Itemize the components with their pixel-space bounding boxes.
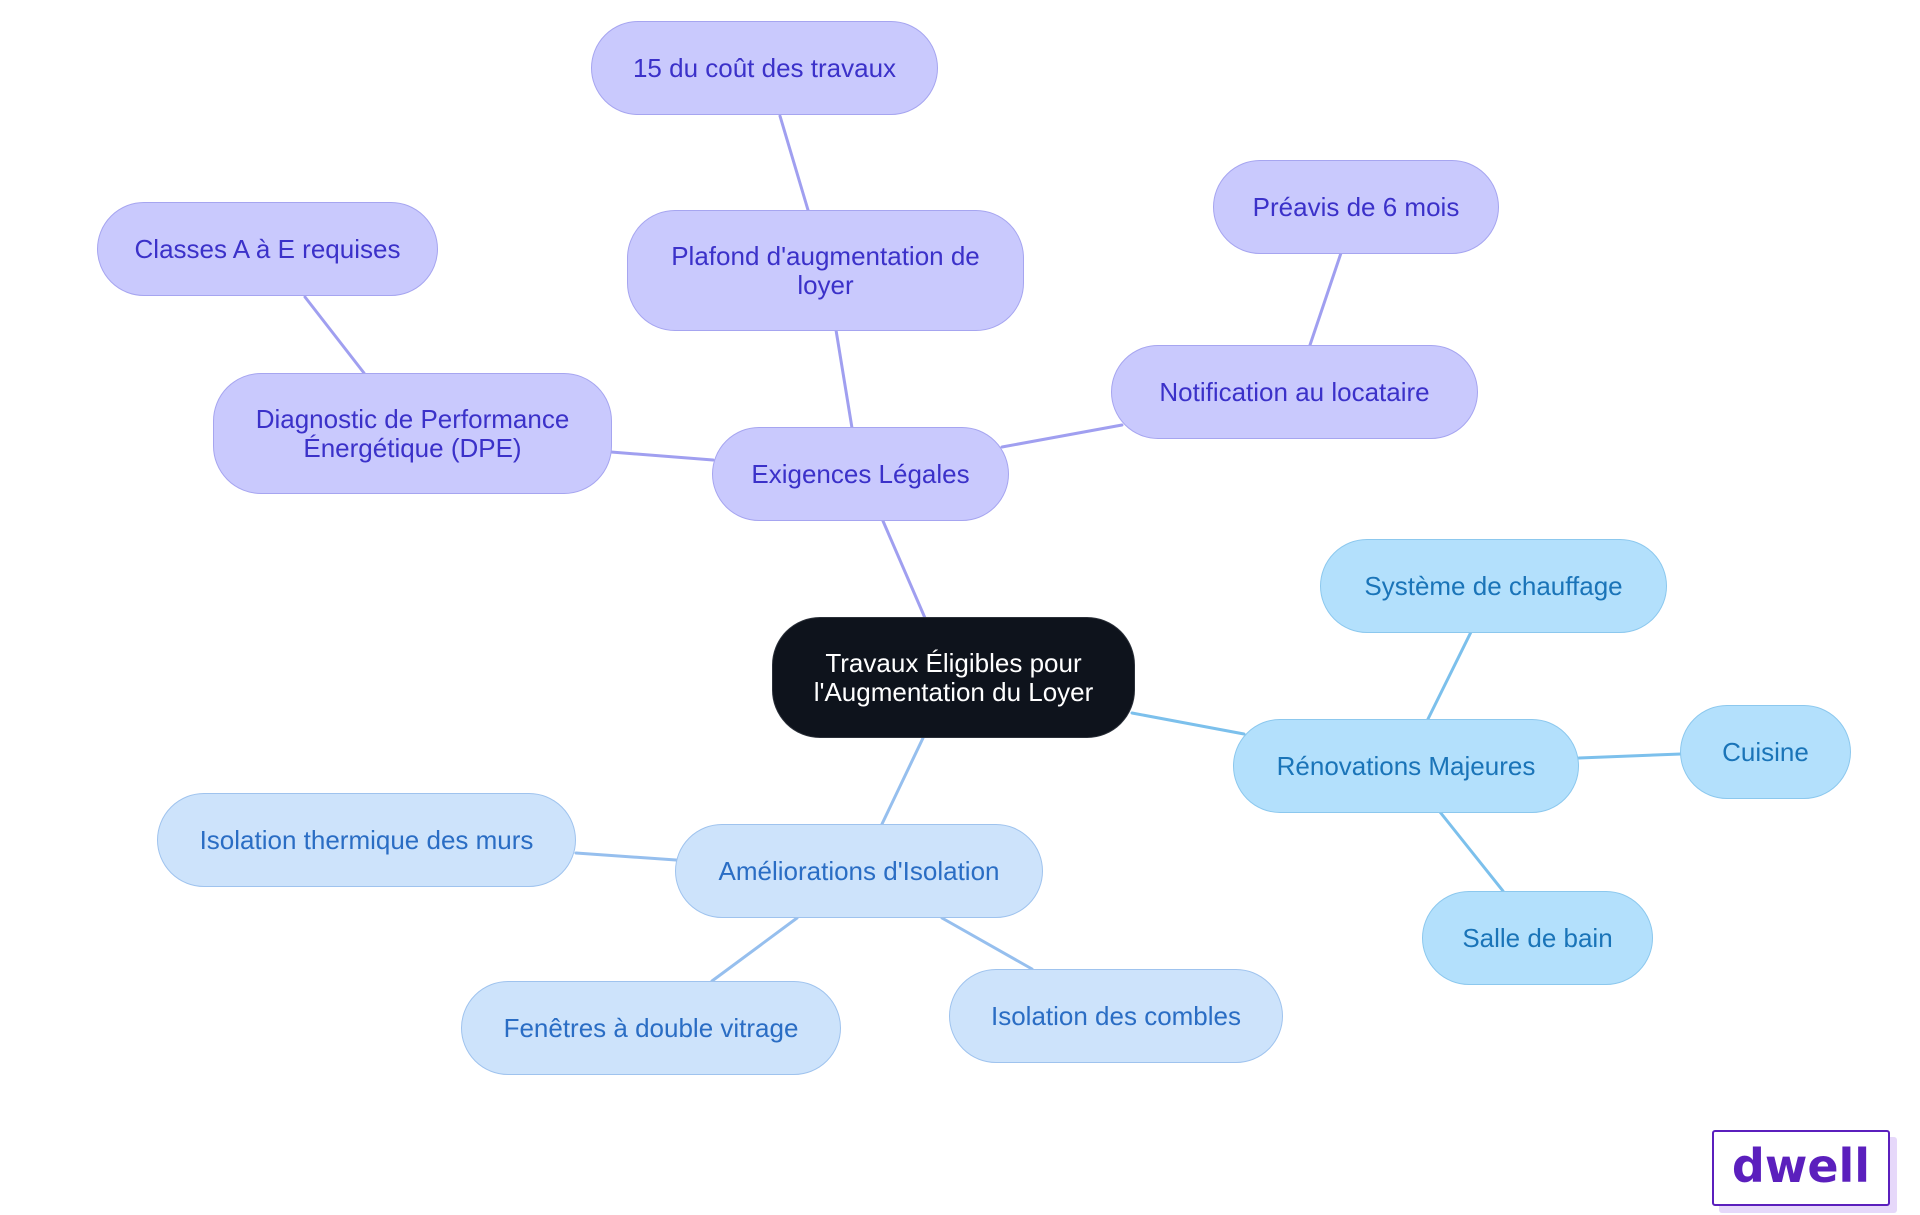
edge-isolation-combles xyxy=(940,916,1034,971)
renovations-label: Rénovations Majeures xyxy=(1276,750,1536,781)
classes-label: Classes A à E requises xyxy=(134,233,401,264)
edge-legal-notification xyxy=(1000,423,1124,449)
node-renovations-majeures: Rénovations Majeures xyxy=(1233,719,1579,813)
edge-root-isolation xyxy=(880,736,925,826)
dwell-logo: dwell xyxy=(1712,1130,1890,1206)
node-cout-travaux: 15 du coût des travaux xyxy=(591,21,938,115)
node-preavis: Préavis de 6 mois xyxy=(1213,160,1499,254)
notification-label: Notification au locataire xyxy=(1159,376,1430,407)
edge-root-renovations xyxy=(1130,711,1246,736)
node-fenetres-double-vitrage: Fenêtres à double vitrage xyxy=(461,981,841,1075)
node-isolation-murs: Isolation thermique des murs xyxy=(157,793,576,887)
edge-isolation-murs xyxy=(574,851,678,862)
root-label-line2: l'Augmentation du Loyer xyxy=(813,676,1094,707)
dpe-label-line2: Énergétique (DPE) xyxy=(303,432,522,463)
cuisine-label: Cuisine xyxy=(1722,736,1809,767)
dpe-label-line1: Diagnostic de Performance xyxy=(255,403,570,434)
node-systeme-chauffage: Système de chauffage xyxy=(1320,539,1667,633)
isolation-label: Améliorations d'Isolation xyxy=(718,855,1000,886)
plafond-label-line1: Plafond d'augmentation de xyxy=(671,240,980,271)
chauffage-label: Système de chauffage xyxy=(1364,570,1623,601)
edge-renovations-cuisine xyxy=(1577,752,1683,760)
edge-renovations-salle xyxy=(1438,810,1505,893)
node-exigences-legales: Exigences Légales xyxy=(712,427,1009,521)
node-isolation-combles: Isolation des combles xyxy=(949,969,1283,1063)
salle-de-bain-label: Salle de bain xyxy=(1462,922,1613,953)
edge-legal-dpe xyxy=(609,450,715,462)
exigences-legales-label: Exigences Légales xyxy=(751,458,970,489)
node-notification-locataire: Notification au locataire xyxy=(1111,345,1478,439)
edge-root-legal xyxy=(881,519,927,620)
edge-plafond-cout xyxy=(778,114,810,212)
root-label-line1: Travaux Éligibles pour xyxy=(825,647,1082,678)
edge-isolation-fenetres xyxy=(710,916,799,983)
node-salle-de-bain: Salle de bain xyxy=(1422,891,1653,985)
fenetres-label: Fenêtres à double vitrage xyxy=(503,1012,799,1043)
edge-notification-preavis xyxy=(1308,251,1343,347)
logo-text: dwell xyxy=(1731,1139,1871,1193)
combles-label: Isolation des combles xyxy=(990,1000,1242,1031)
plafond-label-line2: loyer xyxy=(797,269,854,300)
node-classes: Classes A à E requises xyxy=(97,202,438,296)
root-node: Travaux Éligibles pour l'Augmentation du… xyxy=(772,617,1135,738)
node-plafond-augmentation: Plafond d'augmentation de loyer xyxy=(627,210,1024,331)
preavis-label: Préavis de 6 mois xyxy=(1252,191,1460,222)
node-cuisine: Cuisine xyxy=(1680,705,1851,799)
cout-travaux-label: 15 du coût des travaux xyxy=(632,52,897,83)
edge-legal-plafond xyxy=(834,328,854,430)
node-ameliorations-isolation: Améliorations d'Isolation xyxy=(675,824,1043,918)
node-dpe: Diagnostic de Performance Énergétique (D… xyxy=(213,373,612,494)
murs-label: Isolation thermique des murs xyxy=(199,824,534,855)
edge-renovations-chauffage xyxy=(1426,630,1473,721)
edge-dpe-classes xyxy=(303,295,366,375)
